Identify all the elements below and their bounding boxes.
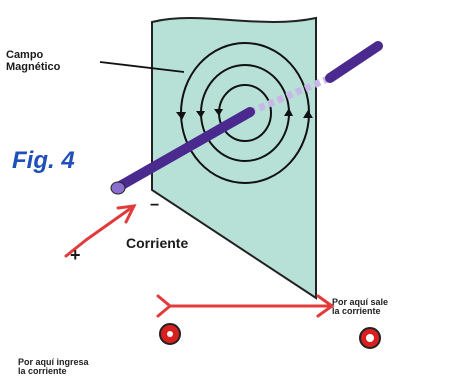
- wire-back: [325, 41, 383, 83]
- cross-in-circle-icon: [159, 323, 181, 345]
- enter-label-line2: la corriente: [18, 366, 67, 377]
- field-label-pointer: [99, 61, 185, 73]
- plane-sheet: [151, 16, 317, 300]
- current-label: Corriente: [126, 235, 189, 251]
- exit-label: Por aquí sale la corriente: [332, 297, 389, 317]
- exit-label-line1: Por aquí sale: [332, 297, 389, 307]
- minus-sign: −: [150, 197, 160, 214]
- field-label-line2: Magnético: [6, 60, 61, 73]
- field-label-line1: Campo: [6, 49, 44, 61]
- wire-front: [115, 107, 255, 191]
- wire-end: [110, 181, 126, 195]
- wire-behind-sheet: [248, 74, 332, 116]
- field-direction-arrows: [176, 108, 313, 120]
- current-direction-arrow: [64, 204, 137, 258]
- field-label: Campo Magnético: [6, 49, 61, 73]
- exit-label-line2: la corriente: [332, 306, 381, 317]
- current-flow-arrow: [156, 294, 335, 318]
- dot-in-circle-icon: [359, 327, 381, 349]
- plus-sign: +: [70, 245, 81, 265]
- enter-label-line1: Por aquí ingresa: [18, 357, 89, 367]
- enter-label: Por aquí ingresa la corriente: [18, 357, 89, 377]
- figure-label: Fig. 4: [12, 147, 75, 174]
